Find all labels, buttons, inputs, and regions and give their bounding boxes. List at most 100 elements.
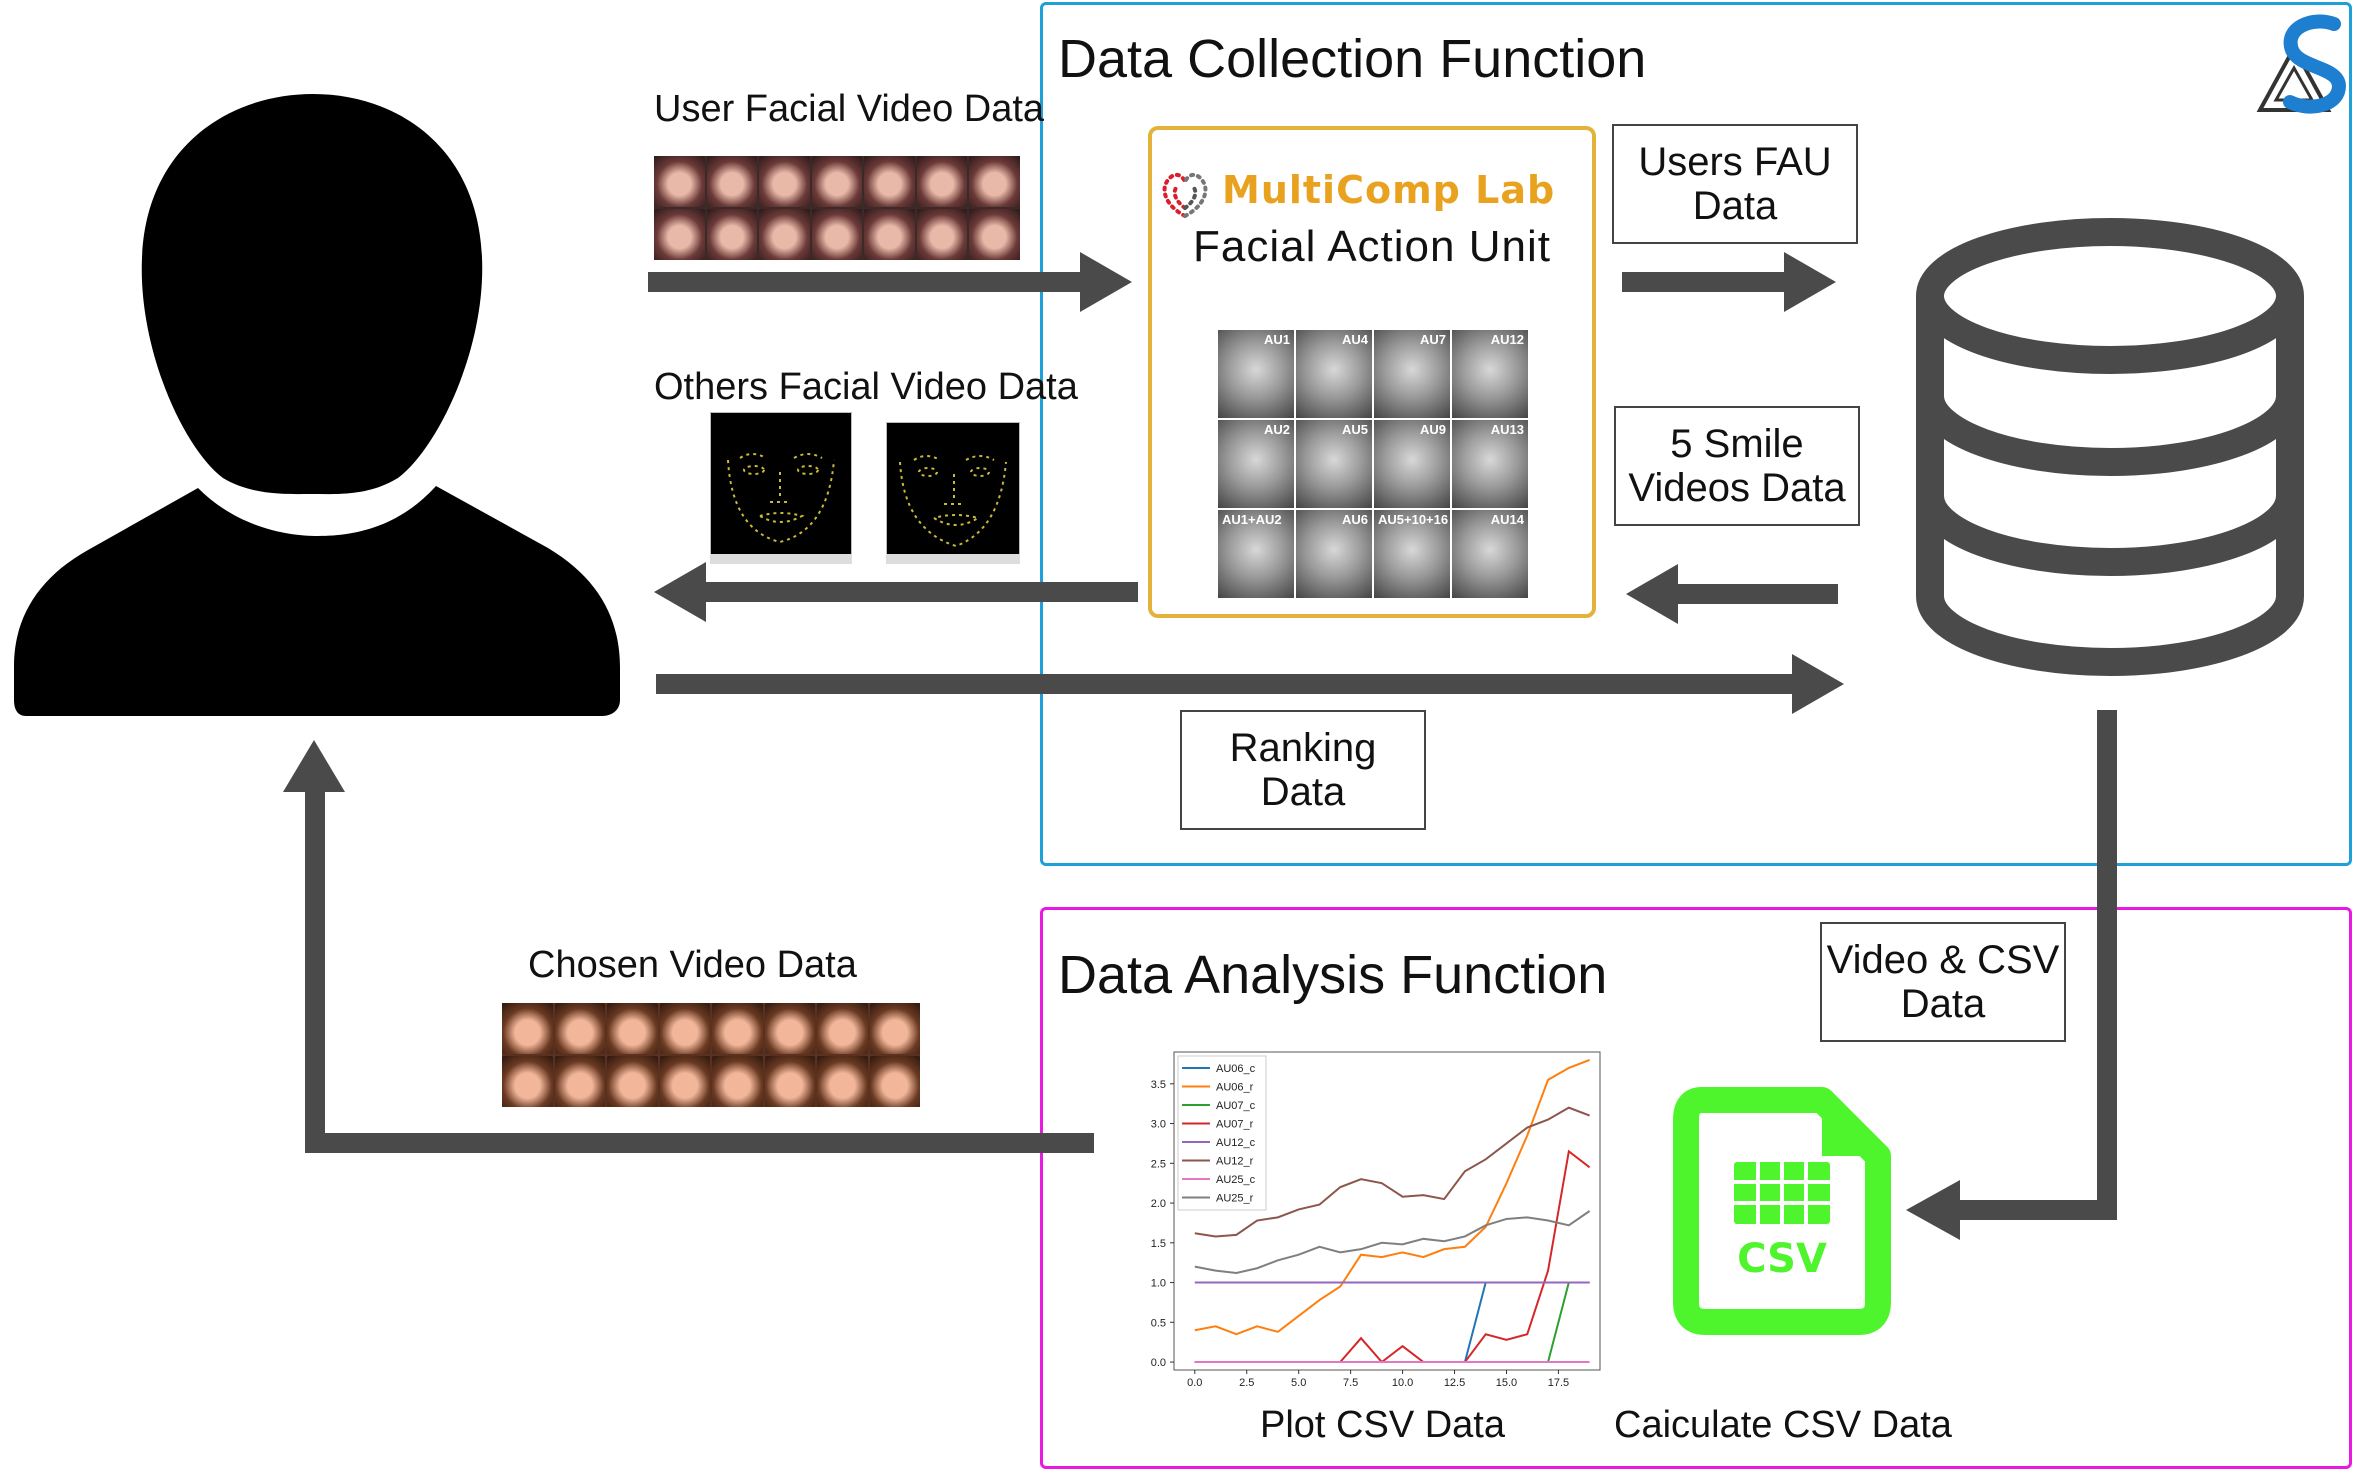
- others-facial-video-label: Others Facial Video Data: [654, 366, 1078, 408]
- series-line-au12-r: [1194, 1106, 1590, 1238]
- users-fau-data-box: Users FAU Data: [1612, 124, 1858, 244]
- au-label: AU5: [1341, 422, 1368, 437]
- au-face-cell: AU5+10+16: [1374, 510, 1450, 598]
- video-frame: [759, 156, 810, 207]
- arrow-user-to-fau: [648, 252, 1132, 312]
- box-line: Data: [1260, 770, 1346, 814]
- au-label: AU2: [1263, 422, 1290, 437]
- y-tick-label: 2.5: [1151, 1158, 1166, 1170]
- y-tick-label: 0.0: [1151, 1357, 1166, 1369]
- corner-logo-icon: [2256, 14, 2346, 114]
- chosen-video-label: Chosen Video Data: [528, 944, 857, 986]
- video-frame: [817, 1003, 868, 1054]
- action-unit-face-grid: AU1 AU4 AU7 AU12 AU2 AU5 AU9 AU13 AU1+AU…: [1218, 330, 1528, 598]
- arrow-fau-to-user: [654, 562, 1138, 622]
- multicomp-lab-name: MultiComp Lab: [1222, 168, 1556, 212]
- au-face-cell: AU12: [1452, 330, 1528, 418]
- others-video-landmark-frame-2: [886, 422, 1020, 564]
- video-frame: [916, 209, 968, 260]
- user-person-icon: [14, 94, 620, 716]
- x-tick-label: 5.0: [1291, 1377, 1306, 1389]
- y-tick-label: 3.0: [1151, 1119, 1166, 1131]
- video-frame: [502, 1056, 553, 1107]
- y-tick-label: 2.0: [1151, 1198, 1166, 1210]
- data-analysis-frame: [1040, 907, 2352, 1469]
- box-line: Data: [1692, 184, 1778, 228]
- y-tick-label: 0.5: [1151, 1317, 1166, 1329]
- legend-box: [1177, 1055, 1267, 1211]
- video-frame: [607, 1003, 658, 1054]
- y-tick-label: 1.0: [1151, 1278, 1166, 1290]
- legend-label: AU06_c: [1216, 1063, 1256, 1075]
- video-frame: [706, 156, 758, 207]
- series-line-au25-r: [1194, 1210, 1591, 1275]
- au-label: AU5+10+16: [1378, 512, 1449, 527]
- arrow-user-to-database: [656, 654, 1844, 714]
- video-frame: [712, 1003, 763, 1054]
- chosen-video-thumbnails: [502, 1003, 920, 1107]
- video-frame: [712, 1056, 763, 1107]
- legend-label: AU25_r: [1216, 1193, 1254, 1205]
- data-collection-frame: [1040, 2, 2352, 866]
- video-frame: [969, 156, 1020, 207]
- legend-label: AU25_c: [1216, 1174, 1256, 1186]
- au-label: AU4: [1341, 332, 1368, 347]
- series-line-au06-r: [1194, 1059, 1590, 1336]
- x-tick-label: 15.0: [1496, 1377, 1517, 1389]
- legend-label: AU12_r: [1216, 1156, 1254, 1168]
- au-label: AU7: [1419, 332, 1446, 347]
- x-tick-label: 0.0: [1187, 1377, 1202, 1389]
- arrow-database-to-fau: [1626, 564, 1838, 624]
- video-frame: [706, 209, 758, 260]
- x-tick-label: 17.5: [1548, 1377, 1569, 1389]
- video-frame: [817, 1056, 868, 1107]
- video-csv-data-box: Video & CSV Data: [1820, 922, 2066, 1042]
- au-face-cell: AU7: [1374, 330, 1450, 418]
- x-tick-label: 10.0: [1392, 1377, 1413, 1389]
- multicomp-lab-logo-icon: [1162, 173, 1208, 218]
- video-frame: [607, 1056, 658, 1107]
- au-label: AU6: [1341, 512, 1368, 527]
- au-face-cell: AU2: [1218, 420, 1294, 508]
- box-line: 5 Smile: [1670, 422, 1804, 466]
- box-line: Ranking: [1229, 726, 1377, 770]
- video-frame: [654, 156, 705, 207]
- video-frame: [659, 1056, 710, 1107]
- video-frame: [869, 1056, 920, 1107]
- smile-videos-data-box: 5 Smile Videos Data: [1614, 406, 1860, 526]
- video-frame: [502, 1003, 553, 1054]
- video-frame: [759, 209, 810, 260]
- video-frame: [764, 1003, 815, 1054]
- others-video-landmark-frame-1: [710, 412, 852, 564]
- box-line: Videos Data: [1628, 466, 1846, 510]
- y-tick-label: 3.5: [1151, 1079, 1166, 1091]
- au-label: AU13: [1490, 422, 1524, 437]
- video-frame: [764, 1056, 815, 1107]
- au-face-cell: AU5: [1296, 420, 1372, 508]
- video-frame: [864, 156, 915, 207]
- au-face-cell: AU1+AU2: [1218, 510, 1294, 598]
- x-tick-label: 12.5: [1444, 1377, 1465, 1389]
- au-label: AU1+AU2: [1222, 512, 1282, 527]
- video-frame: [864, 209, 915, 260]
- au-label: AU1: [1263, 332, 1290, 347]
- legend-label: AU07_r: [1216, 1119, 1254, 1131]
- au-face-cell: AU6: [1296, 510, 1372, 598]
- video-frame: [811, 156, 863, 207]
- data-collection-title: Data Collection Function: [1058, 29, 1647, 89]
- user-video-thumbnails: [654, 156, 1020, 260]
- video-frame: [969, 209, 1020, 260]
- ranking-data-box: Ranking Data: [1180, 710, 1426, 830]
- au-face-cell: AU4: [1296, 330, 1372, 418]
- plot-csv-caption: Plot CSV Data: [1260, 1404, 1505, 1446]
- au-label: AU12: [1490, 332, 1524, 347]
- csv-badge-text: CSV: [1737, 1236, 1827, 1282]
- csv-file-icon: CSV: [1672, 1086, 1892, 1336]
- video-frame: [916, 156, 968, 207]
- legend-label: AU06_r: [1216, 1082, 1254, 1094]
- x-tick-label: 7.5: [1343, 1377, 1358, 1389]
- csv-file-shape: [1673, 1087, 1891, 1335]
- au-label: AU9: [1419, 422, 1446, 437]
